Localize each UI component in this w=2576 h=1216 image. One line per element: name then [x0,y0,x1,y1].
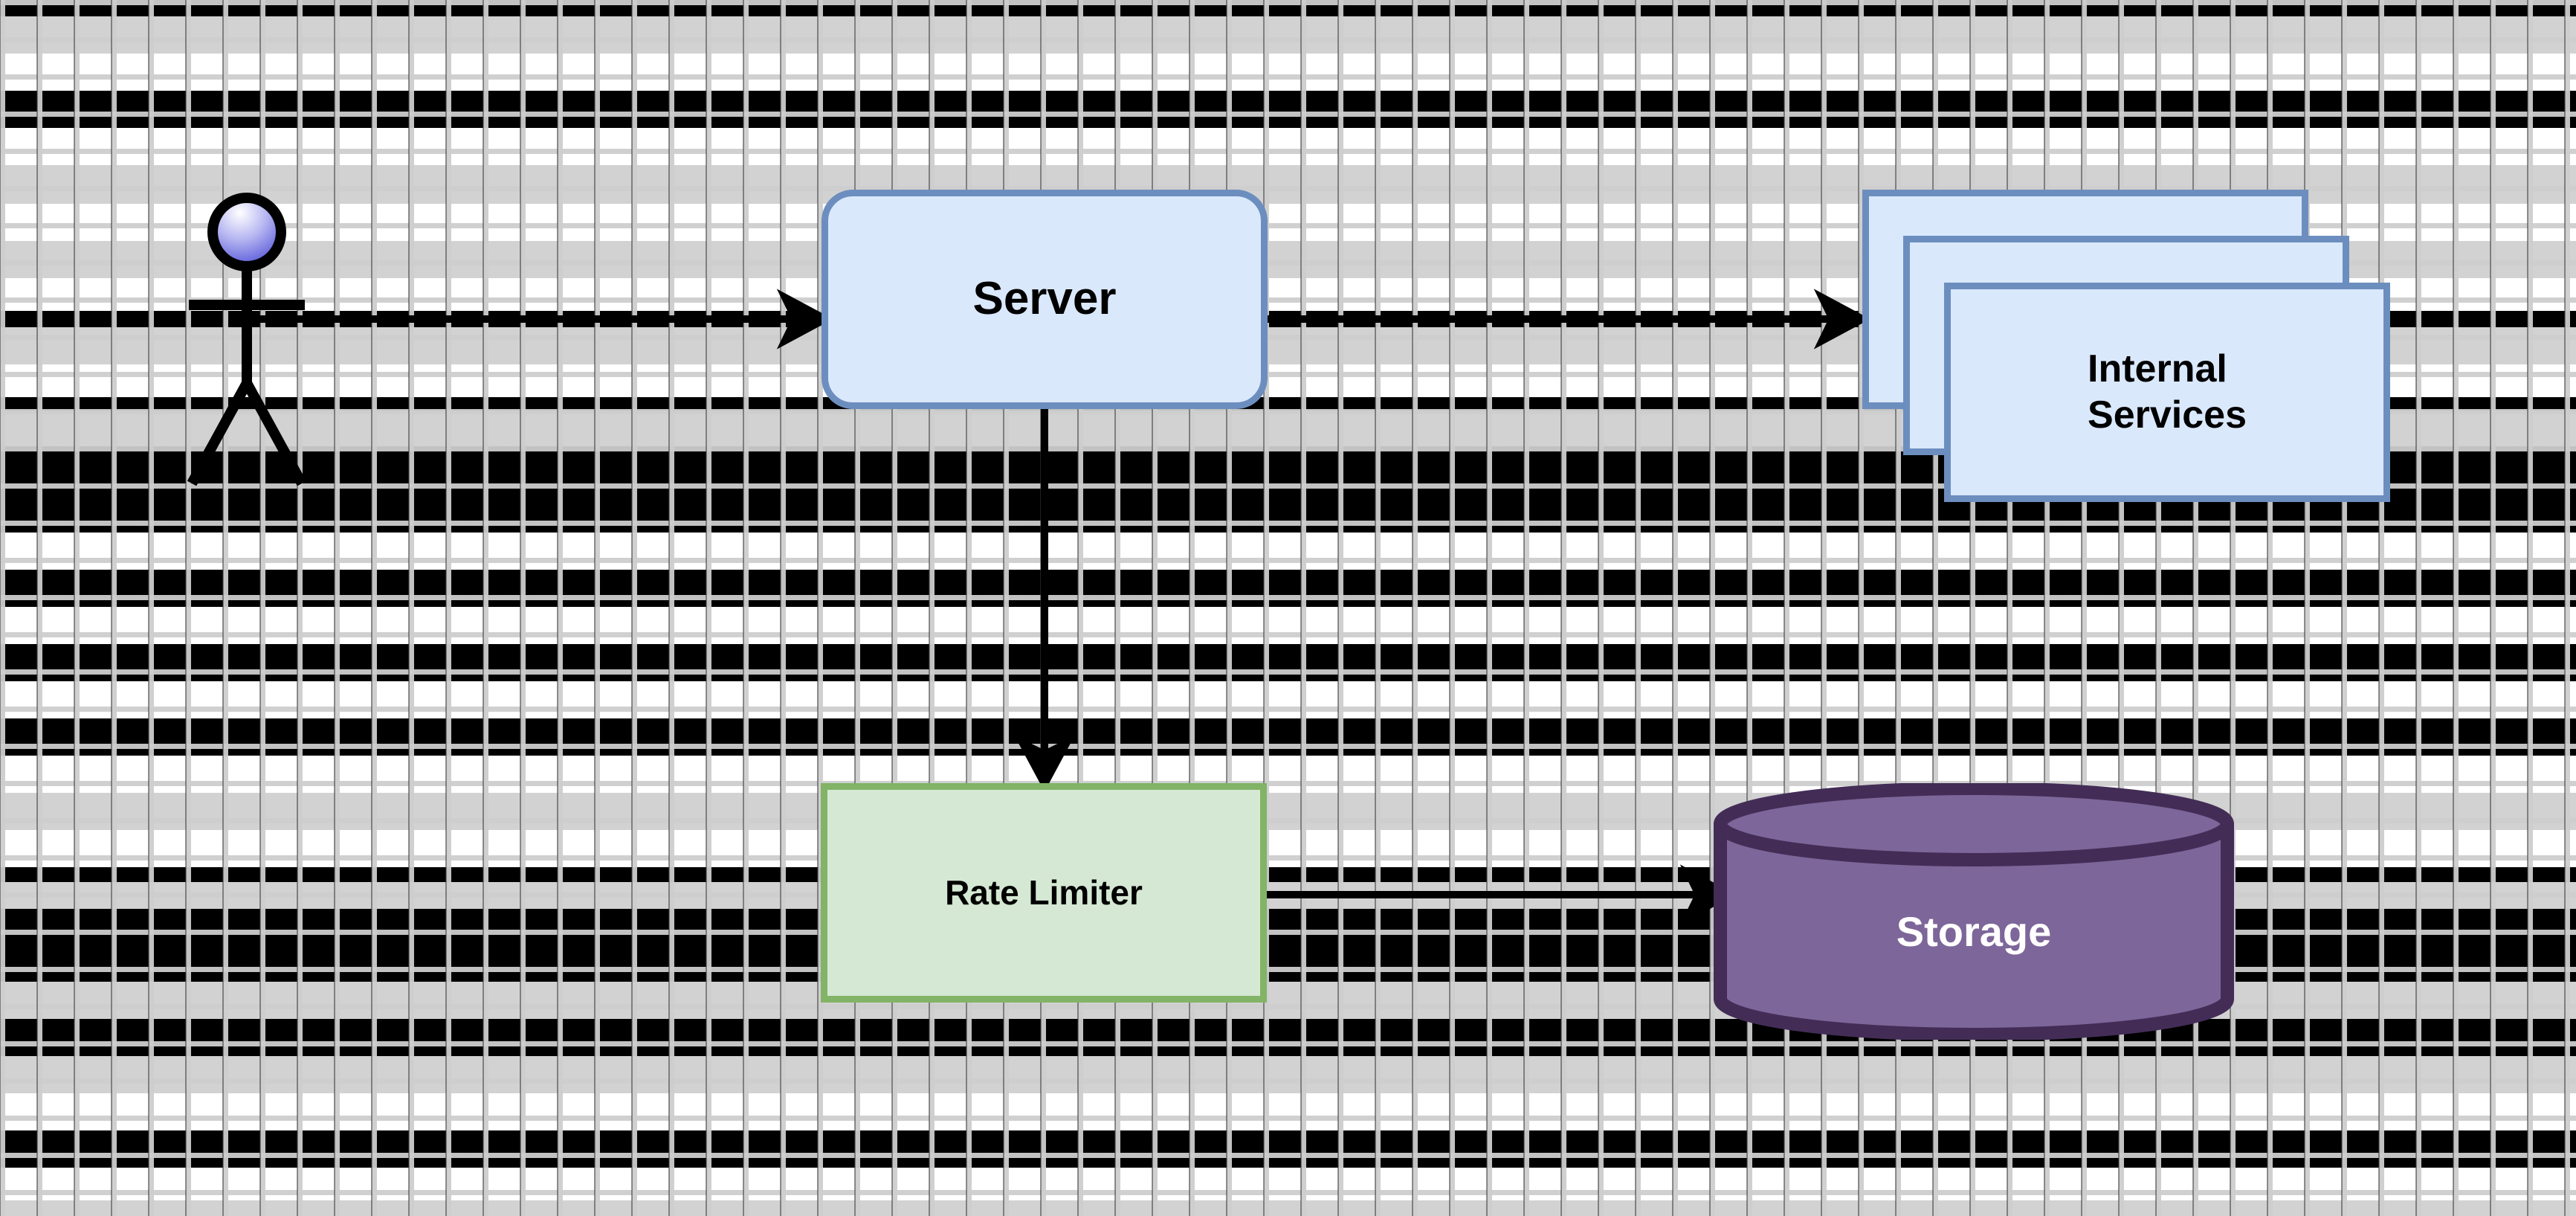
node-storage[interactable]: Storage [1714,783,2234,1040]
node-rate-limiter-label: Rate Limiter [945,873,1143,913]
actor-client-icon[interactable] [172,186,321,498]
node-rate-limiter[interactable]: Rate Limiter [821,783,1267,1003]
node-server[interactable]: Server [821,190,1268,409]
node-internal-services-label: Internal Services [2088,347,2247,438]
edge-client-to-server[interactable] [245,278,833,360]
internal-services-label-line-1: Internal [2088,347,2227,391]
node-internal-services[interactable]: Internal Services [1862,190,2390,509]
edge-server-to-rate-limiter[interactable] [1004,408,1085,794]
edge-rate-limiter-to-storage[interactable] [1264,854,1740,936]
edge-server-to-internal-services[interactable] [1264,278,1873,360]
internal-services-card-front[interactable]: Internal Services [1944,283,2390,502]
internal-services-label-line-2: Services [2088,393,2247,437]
node-server-label: Server [972,273,1117,325]
